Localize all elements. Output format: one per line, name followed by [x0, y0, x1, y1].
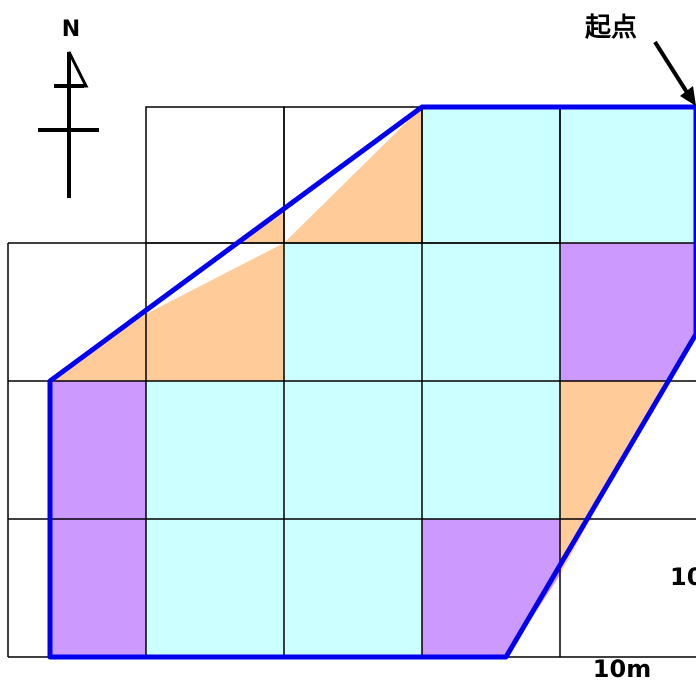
- cyan-cell: [422, 107, 560, 243]
- start-point-marker: 起点: [585, 12, 696, 106]
- cyan-cell: [284, 381, 422, 519]
- cyan-cell: [284, 243, 422, 381]
- north-arrow-head-icon: [67, 51, 89, 88]
- scale-horizontal-label: 10m: [593, 655, 651, 681]
- cyan-cell: [146, 381, 284, 519]
- parcel-boundary: [47, 104, 696, 660]
- north-arrow: N: [38, 17, 99, 198]
- cyan-cell: [422, 381, 560, 519]
- cyan-cell: [422, 243, 560, 381]
- orange-triangle-middle: [146, 243, 284, 381]
- purple-cell-bottom-right: [422, 519, 560, 657]
- colored-regions: [50, 107, 696, 657]
- orange-triangle-top: [284, 107, 422, 243]
- purple-cell-left-lower: [50, 519, 146, 657]
- north-label: N: [62, 17, 80, 42]
- scale-vertical-label: 10: [670, 563, 696, 591]
- cyan-cell: [284, 519, 422, 657]
- start-point-arrow-shaft: [653, 40, 690, 96]
- cyan-cell: [146, 519, 284, 657]
- cyan-cell: [560, 107, 696, 243]
- purple-cell-right-top: [560, 243, 696, 381]
- start-point-label: 起点: [585, 12, 637, 43]
- start-point-arrow-head-icon: [680, 86, 696, 106]
- purple-cell-left-upper: [50, 381, 146, 519]
